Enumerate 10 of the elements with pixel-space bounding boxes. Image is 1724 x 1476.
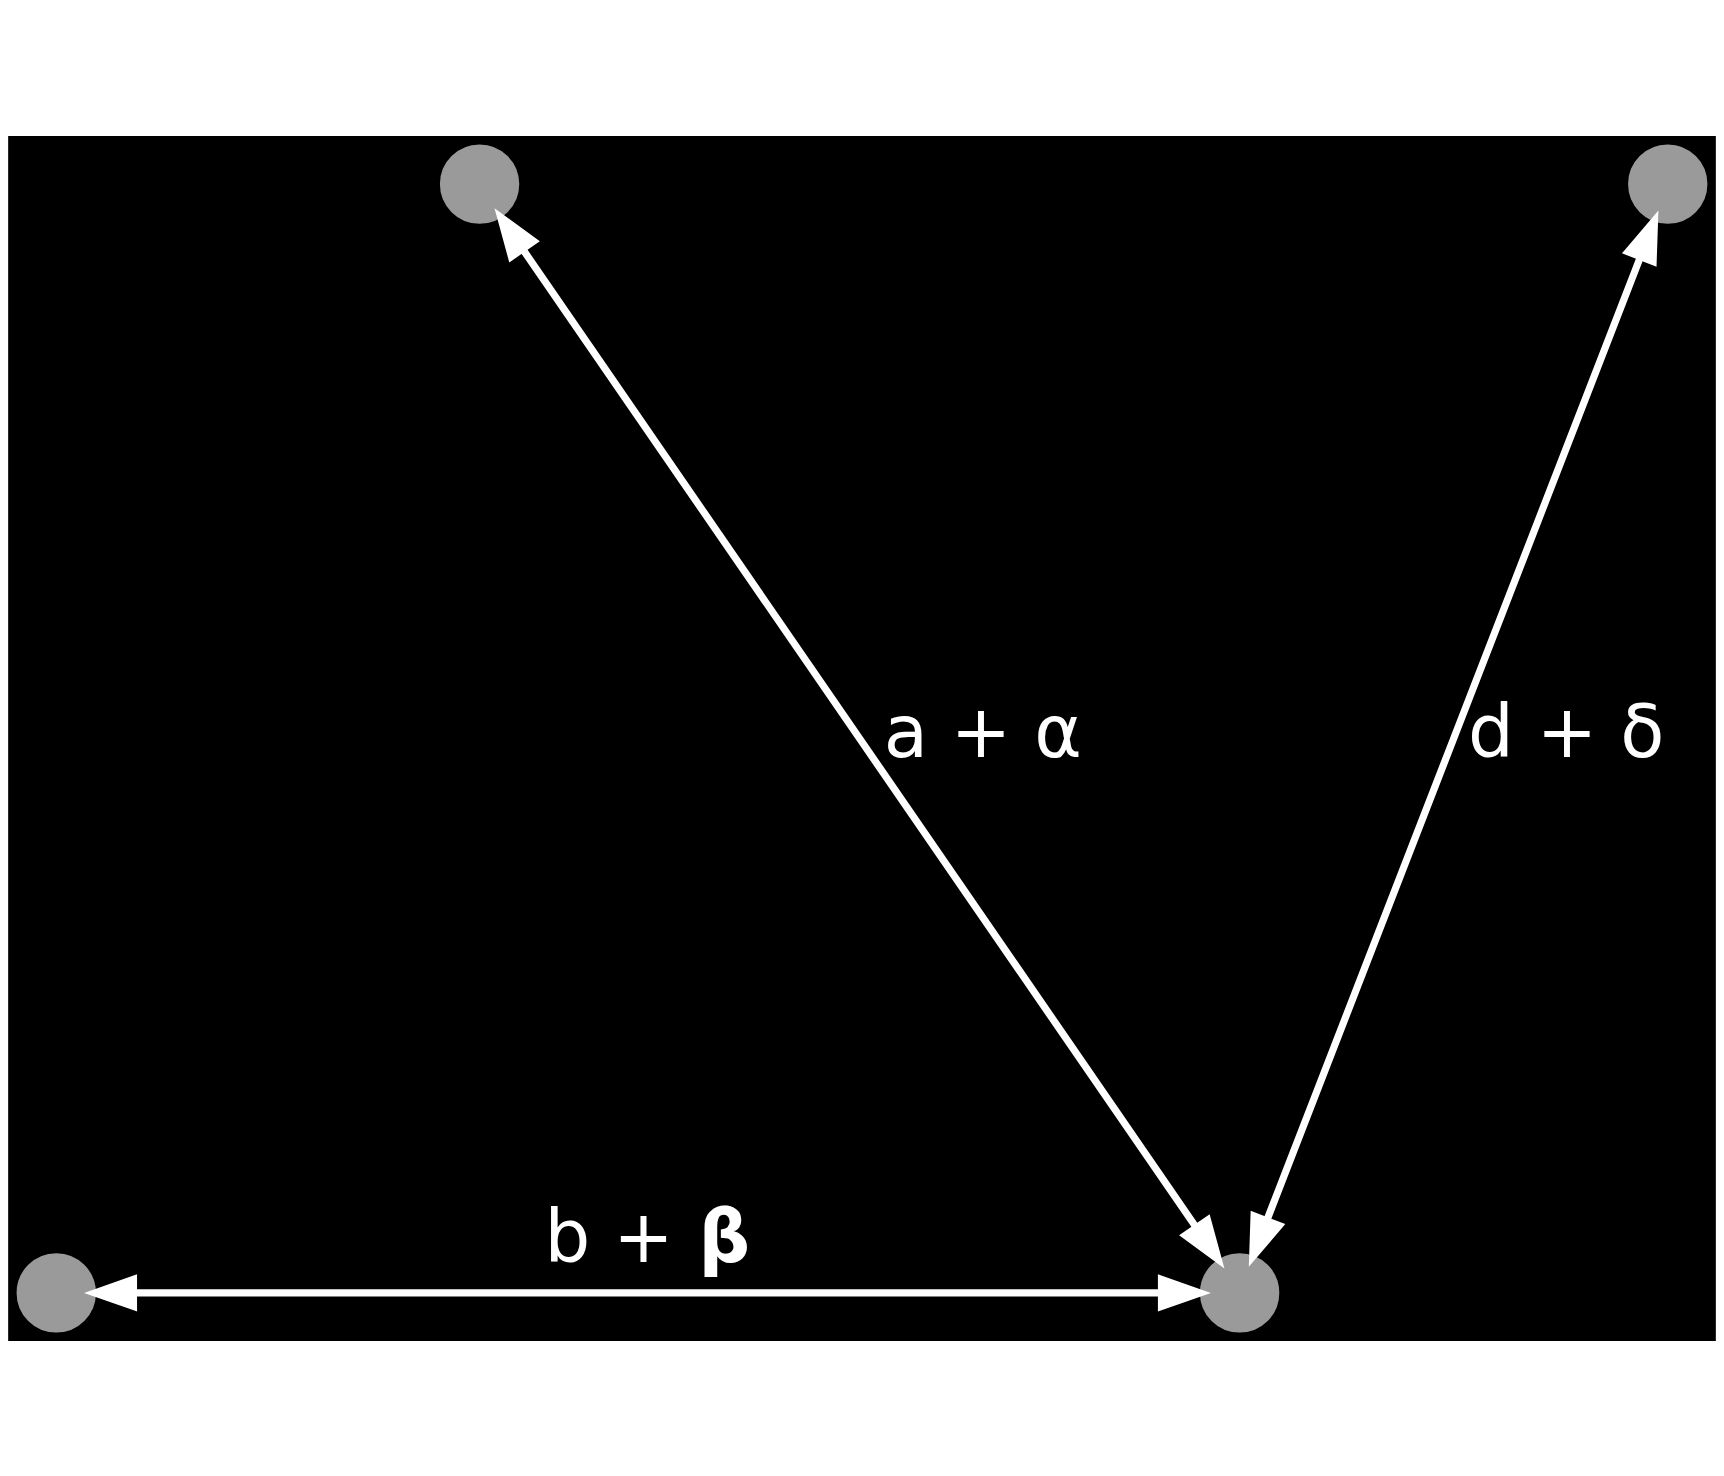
edge-label: b + β <box>544 1194 751 1279</box>
edge-label: d + δ <box>1468 689 1665 774</box>
node-circle <box>1628 143 1708 224</box>
edge-label: a + α <box>883 689 1082 774</box>
arrow <box>1248 210 1659 1267</box>
arrow <box>84 1273 1211 1311</box>
node-circle <box>1199 1252 1280 1333</box>
arrow <box>494 207 1225 1268</box>
node-circle <box>439 143 520 224</box>
node-circle <box>16 1252 96 1333</box>
